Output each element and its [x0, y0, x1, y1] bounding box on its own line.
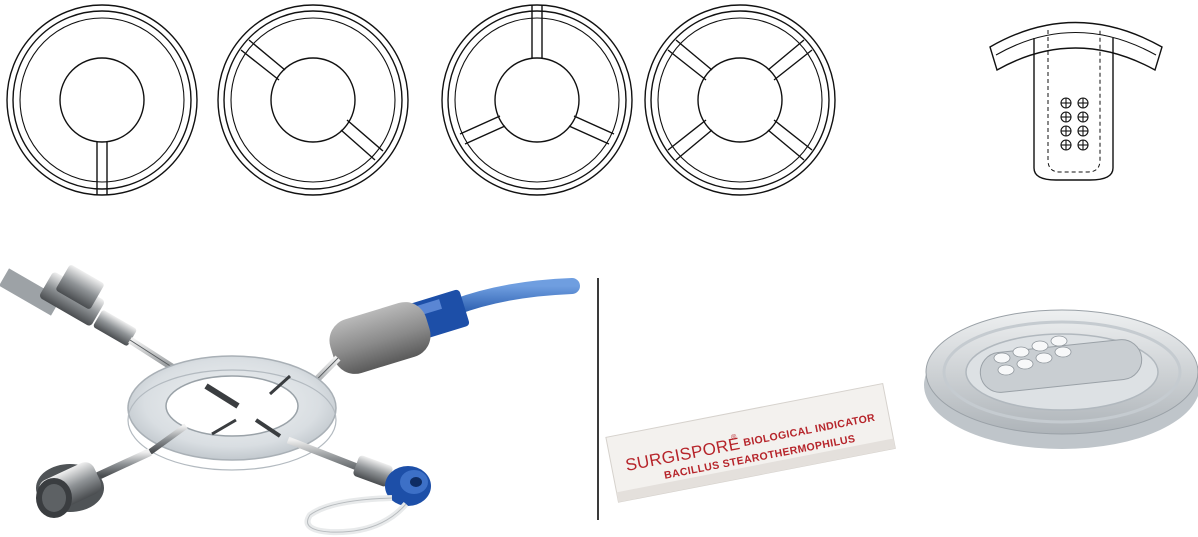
- indicator-well-icons: [1060, 97, 1089, 151]
- ring-drawing-three-ports: [441, 4, 633, 196]
- indicator-pad-drawing: [989, 21, 1163, 181]
- probe-handle: [329, 302, 431, 374]
- retaining-loop: [304, 495, 409, 536]
- ring-drawing-two-ports: [217, 4, 409, 196]
- strip-trademark: ®: [730, 432, 737, 441]
- ring-assembly-photo: [0, 265, 580, 536]
- indicator-wells: [993, 335, 1072, 376]
- ring-drawing-one-port: [6, 4, 198, 196]
- indicator-pad-photo: [924, 309, 1198, 449]
- biological-indicator-strip: SURGISPORE ® BIOLOGICAL INDICATOR BACILL…: [605, 382, 896, 503]
- knurled-knob: [36, 462, 104, 518]
- ring-drawing-four-ports: [644, 4, 836, 196]
- blue-end-cap: [385, 466, 431, 506]
